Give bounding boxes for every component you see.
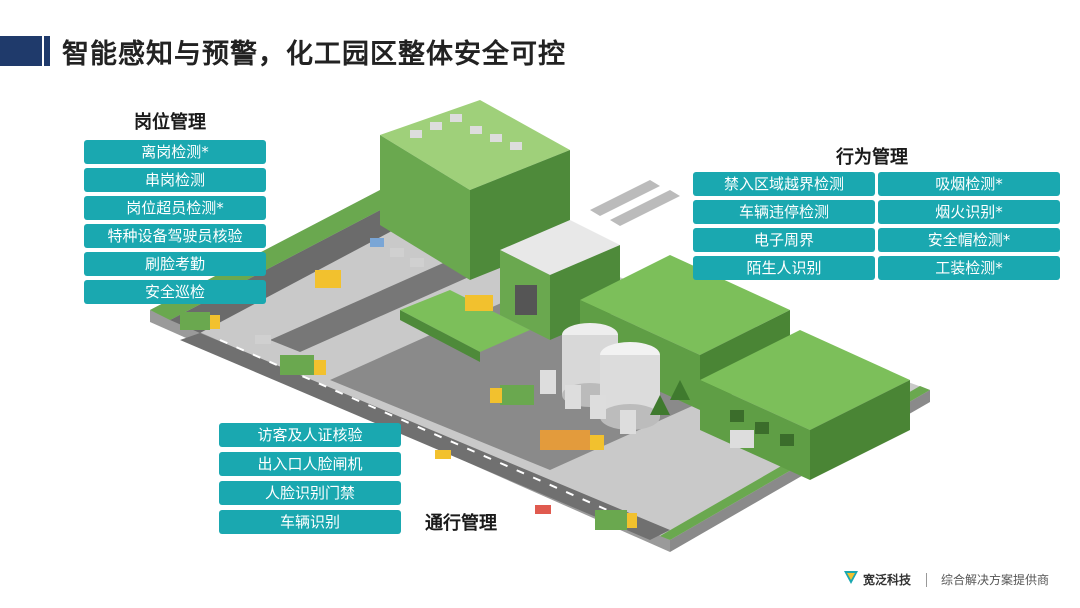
tag-behavior-item: 工装检测*	[878, 256, 1060, 280]
tag-traffic-item: 车辆识别	[219, 510, 401, 534]
company-logo-icon	[844, 571, 858, 584]
title-accent-tick	[44, 36, 50, 66]
tag-traffic-item: 人脸识别门禁	[219, 481, 401, 505]
page-title: 智能感知与预警，化工园区整体安全可控	[62, 39, 566, 70]
tag-post-item: 特种设备驾驶员核验	[84, 224, 266, 248]
tag-traffic-item: 访客及人证核验	[219, 423, 401, 447]
tag-behavior-item: 陌生人识别	[693, 256, 875, 280]
tag-post-item: 岗位超员检测*	[84, 196, 266, 220]
title-accent-bar	[0, 36, 42, 66]
behavior-management-title: 行为管理	[836, 147, 908, 168]
tag-behavior-item: 车辆违停检测	[693, 200, 875, 224]
tag-traffic-item: 出入口人脸闸机	[219, 452, 401, 476]
tag-post-item: 刷脸考勤	[84, 252, 266, 276]
company-slogan: 综合解决方案提供商	[941, 573, 1050, 587]
chemical-park-illustration	[150, 100, 930, 552]
traffic-management-title: 通行管理	[425, 513, 497, 534]
tag-post-item: 离岗检测*	[84, 140, 266, 164]
tag-behavior-item: 吸烟检测*	[878, 172, 1060, 196]
tag-behavior-item: 安全帽检测*	[878, 228, 1060, 252]
tag-behavior-item: 电子周界	[693, 228, 875, 252]
company-name: 宽泛科技	[863, 573, 912, 587]
tag-behavior-item: 烟火识别*	[878, 200, 1060, 224]
footer-divider	[926, 573, 927, 587]
tag-post-item: 串岗检测	[84, 168, 266, 192]
tag-behavior-item: 禁入区域越界检测	[693, 172, 875, 196]
post-management-title: 岗位管理	[134, 112, 206, 133]
tag-post-item: 安全巡检	[84, 280, 266, 304]
